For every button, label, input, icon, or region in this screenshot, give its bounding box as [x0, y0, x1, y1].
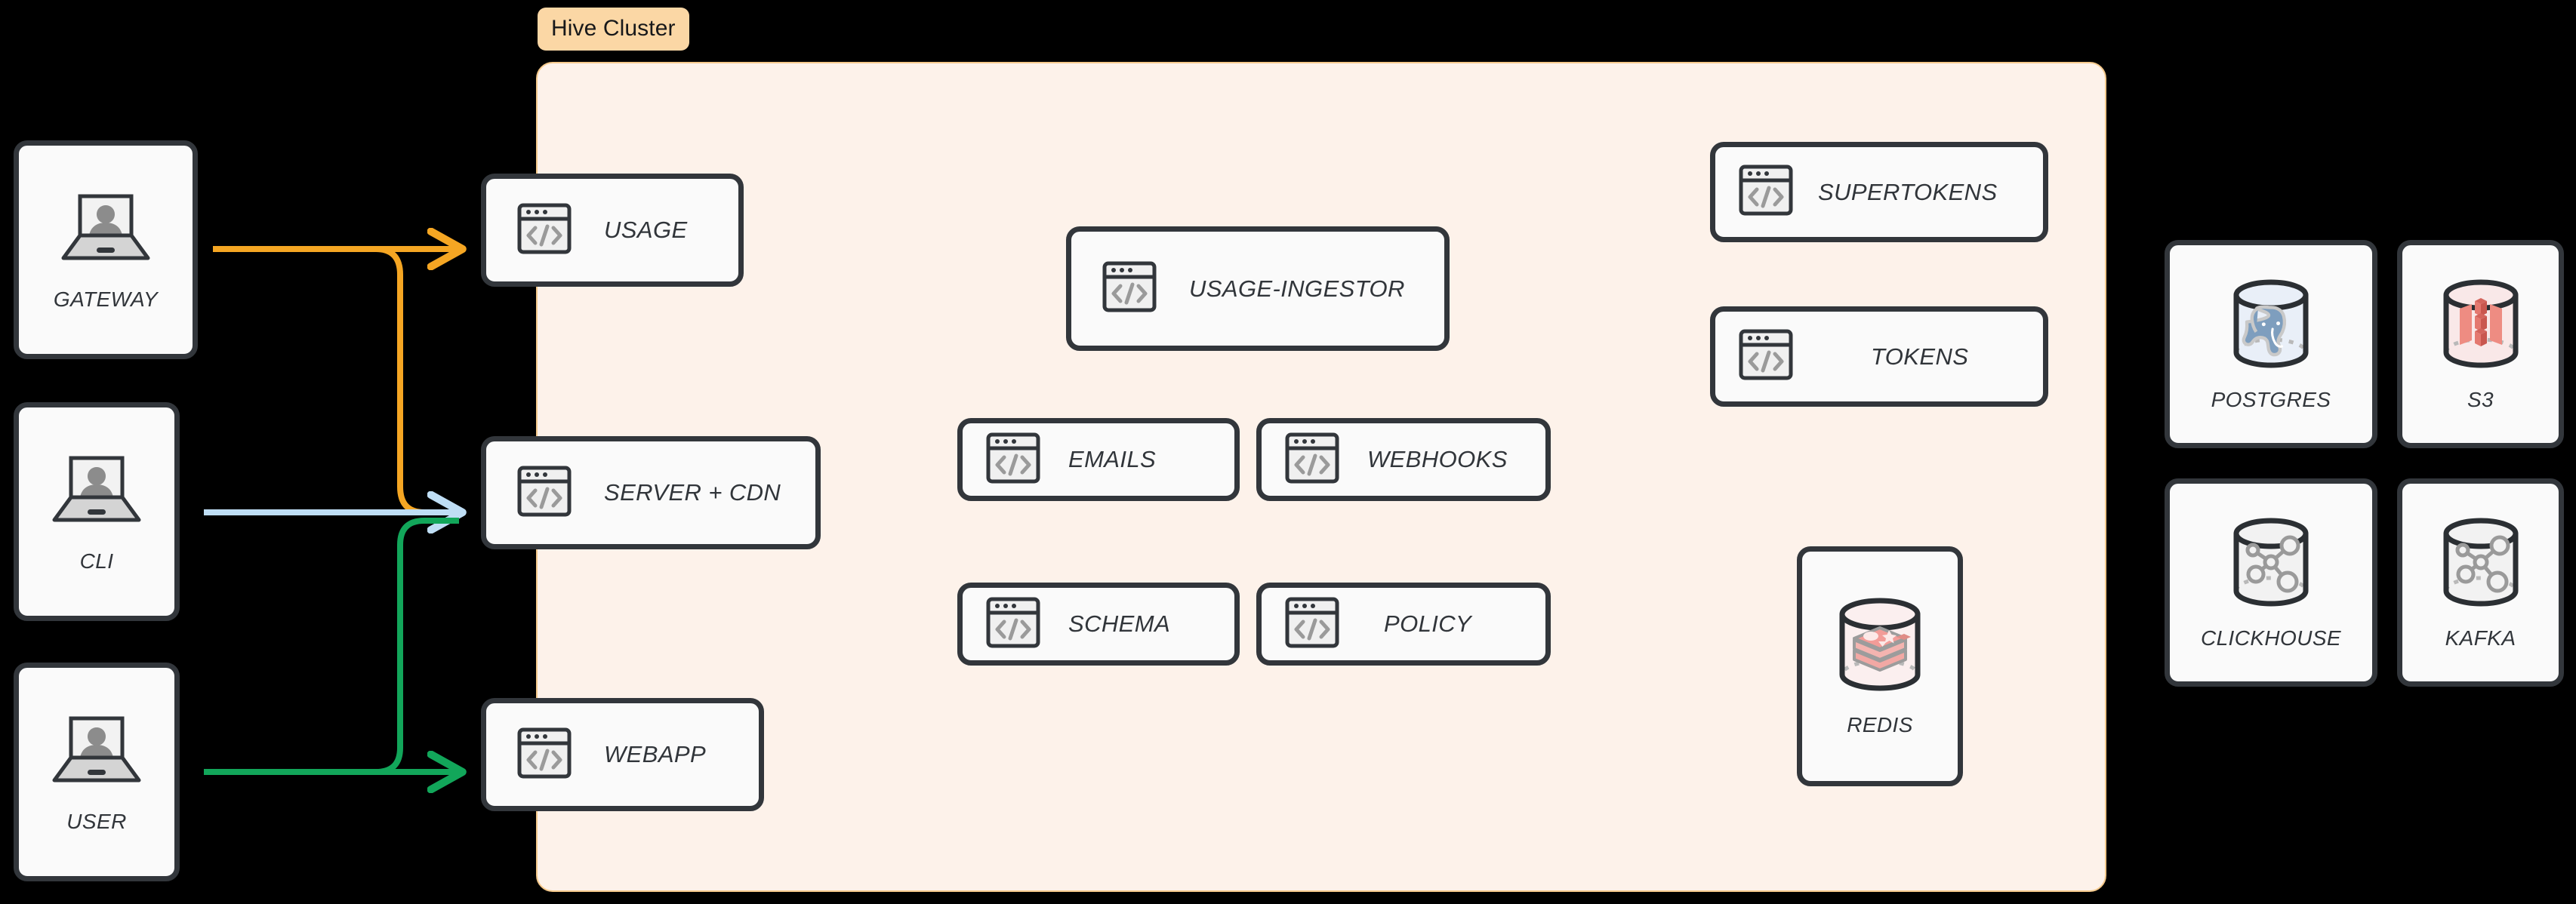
code-window-icon: [516, 463, 572, 523]
datastore-card-redis[interactable]: REDIS: [1797, 546, 1963, 786]
laptop-user-icon: [50, 450, 143, 533]
service-card-tokens[interactable]: TOKENS: [1710, 306, 2048, 407]
client-label: GATEWAY: [53, 287, 159, 311]
laptop-user-icon: [50, 711, 143, 793]
datastore-label: POSTGRES: [2211, 387, 2331, 411]
network-cylinder-icon: [2428, 515, 2534, 614]
service-label: TOKENS: [1871, 343, 1969, 370]
code-window-icon: [1284, 430, 1340, 490]
service-label: SERVER + CDN: [604, 479, 781, 506]
service-label: SUPERTOKENS: [1818, 178, 1998, 205]
service-card-webapp[interactable]: WEBAPP: [481, 698, 764, 811]
service-label: EMAILS: [1068, 446, 1157, 472]
service-card-supertokens[interactable]: SUPERTOKENS: [1710, 142, 2048, 242]
datastore-label: S3: [2467, 387, 2494, 411]
datastore-label: KAFKA: [2445, 626, 2516, 650]
redis-cylinder-icon: [1832, 596, 1928, 698]
code-window-icon: [1738, 327, 1794, 386]
datastore-card-clickhouse[interactable]: CLICKHOUSE: [2165, 478, 2377, 687]
code-window-icon: [516, 725, 572, 785]
client-card-gateway[interactable]: GATEWAY: [14, 140, 198, 359]
service-card-server-cdn[interactable]: SERVER + CDN: [481, 436, 821, 549]
service-label: USAGE: [604, 217, 688, 243]
service-card-webhooks[interactable]: WEBHOOKS: [1256, 418, 1551, 501]
code-window-icon: [985, 430, 1041, 490]
code-window-icon: [1284, 595, 1340, 654]
datastore-card-s3[interactable]: S3: [2397, 240, 2564, 448]
datastore-card-postgres[interactable]: POSTGRES: [2165, 240, 2377, 448]
client-label: CLI: [79, 549, 114, 573]
service-label: USAGE-INGESTOR: [1189, 275, 1405, 302]
edge-gateway-to-server-cdn: [213, 246, 459, 515]
service-label: POLICY: [1384, 610, 1472, 637]
s3-cylinder-icon: [2428, 277, 2534, 376]
datastore-label: CLICKHOUSE: [2200, 626, 2342, 650]
service-label: SCHEMA: [1068, 610, 1171, 637]
service-card-emails[interactable]: EMAILS: [957, 418, 1240, 501]
code-window-icon: [1738, 162, 1794, 222]
service-card-schema[interactable]: SCHEMA: [957, 583, 1240, 666]
client-card-user[interactable]: USER: [14, 663, 180, 881]
postgres-cylinder-icon: [2218, 277, 2324, 376]
hive-cluster-label: Hive Cluster: [538, 8, 689, 51]
laptop-user-icon: [59, 189, 153, 271]
code-window-icon: [985, 595, 1041, 654]
service-card-policy[interactable]: POLICY: [1256, 583, 1551, 666]
client-label: USER: [66, 809, 127, 833]
network-cylinder-icon: [2218, 515, 2324, 614]
edge-user-to-server-cdn: [204, 518, 459, 775]
service-label: WEBHOOKS: [1367, 446, 1508, 472]
service-card-usage-ingestor[interactable]: USAGE-INGESTOR: [1066, 226, 1450, 351]
service-label: WEBAPP: [604, 741, 707, 767]
code-window-icon: [1102, 259, 1157, 318]
code-window-icon: [516, 201, 572, 260]
client-card-cli[interactable]: CLI: [14, 402, 180, 621]
datastore-card-kafka[interactable]: KAFKA: [2397, 478, 2564, 687]
service-card-usage[interactable]: USAGE: [481, 174, 744, 287]
datastore-label: REDIS: [1847, 712, 1913, 736]
